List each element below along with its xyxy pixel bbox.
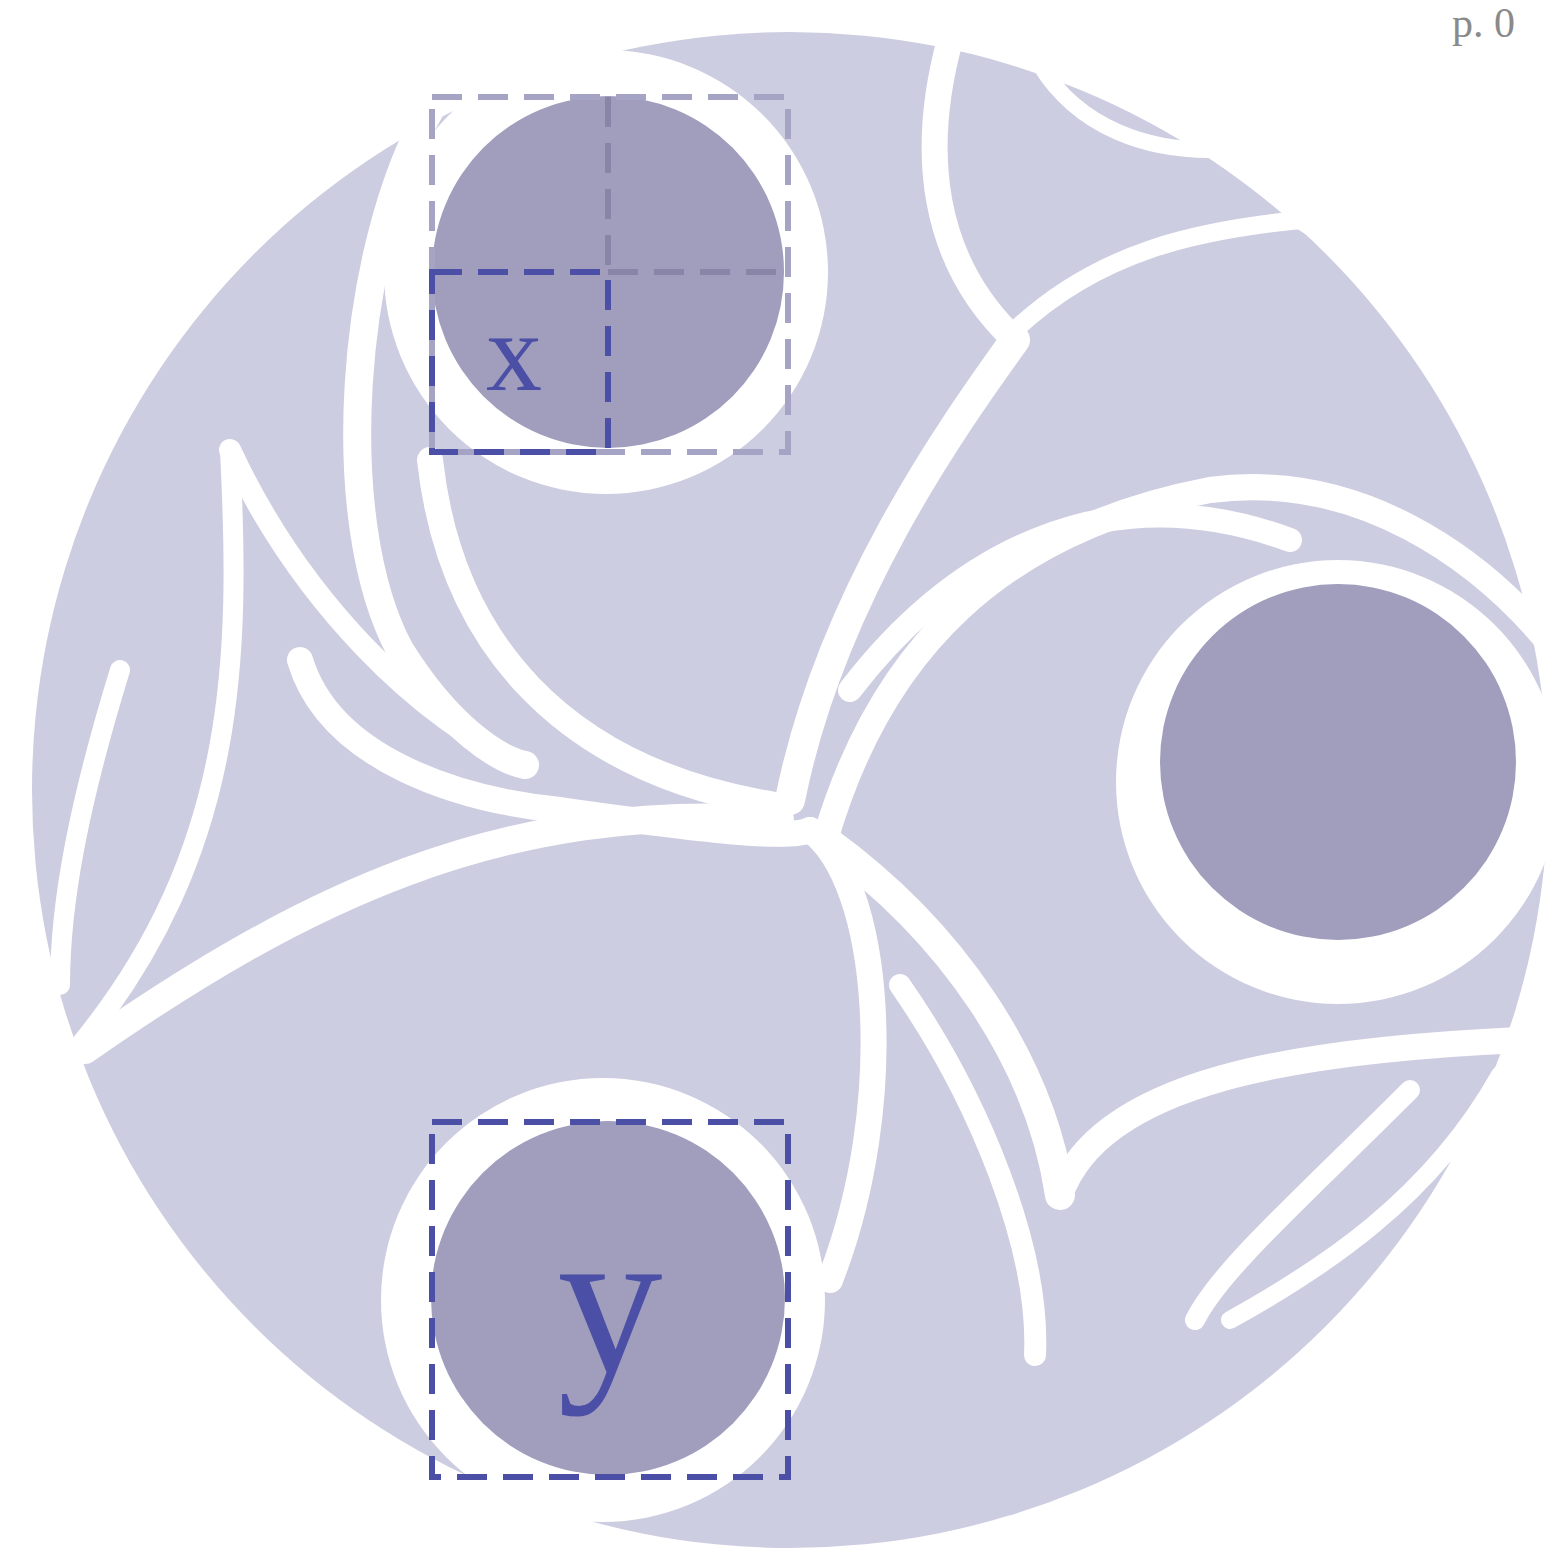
page-number: p. 0 xyxy=(1452,2,1515,44)
variable-box: y xyxy=(432,1122,788,1477)
variable-letter: x xyxy=(486,296,542,408)
quadrant-box: x xyxy=(432,272,608,452)
variable-letter: y xyxy=(558,1195,663,1405)
